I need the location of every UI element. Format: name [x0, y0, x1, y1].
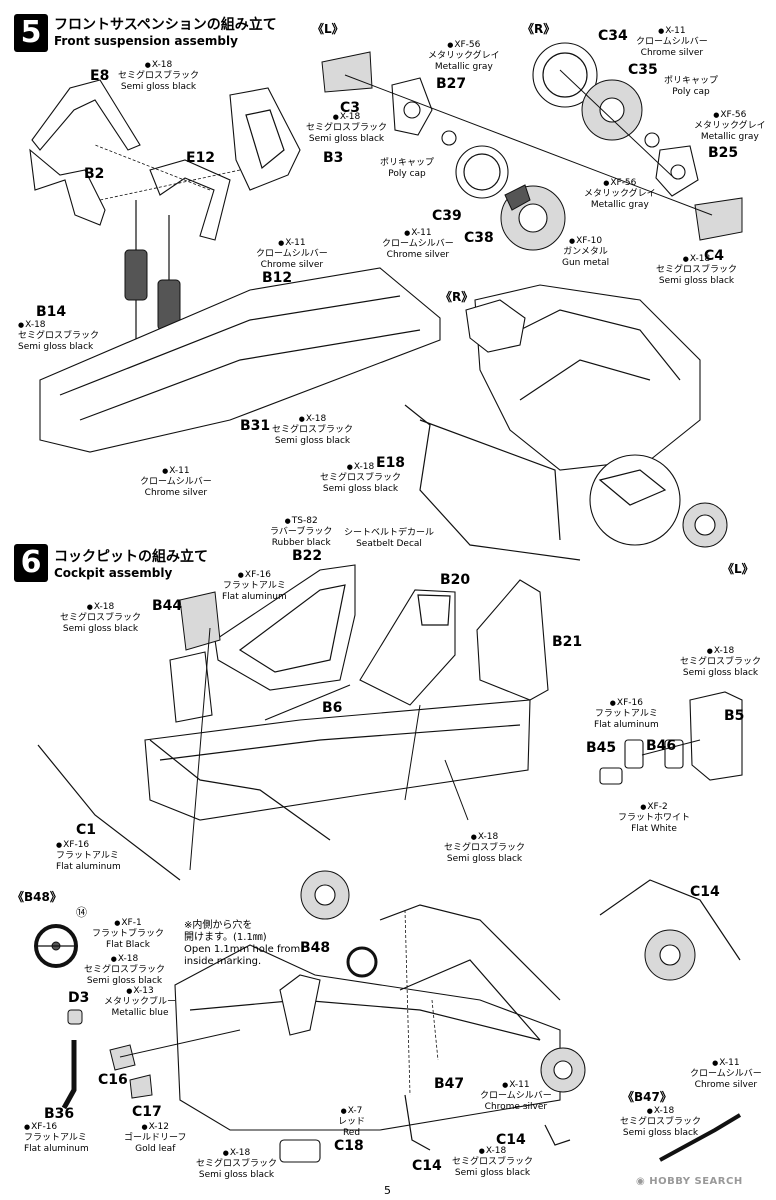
part-label-c39: C39: [432, 208, 462, 224]
paint-x11-c39: X-11 クロームシルバー Chrome silver: [382, 228, 454, 261]
page-number: 5: [384, 1184, 391, 1197]
paint-ts82-b22: TS-82 ラバーブラック Rubber black: [270, 516, 332, 549]
step6-title-en: Cockpit assembly: [54, 566, 173, 580]
step5-number: 5: [14, 14, 48, 52]
paint-x11-b12: X-11 クロームシルバー Chrome silver: [256, 238, 328, 271]
paint-x18-b3: X-18 セミグロスブラック Semi gloss black: [306, 112, 387, 145]
paint-poly-left: ポリキャップ Poly cap: [380, 158, 435, 179]
part-label-b25: B25: [708, 145, 739, 161]
view-label-b47: 《B47》: [622, 1090, 672, 1104]
paint-x7-c18: X-7 レッド Red: [338, 1106, 365, 1139]
paint-x18-e18: X-18 セミグロスブラック Semi gloss black: [320, 462, 401, 495]
paint-x11-b47: X-11 クロームシルバー Chrome silver: [690, 1058, 762, 1091]
paint-xf16-b44: XF-16 フラットアルミ Flat aluminum: [222, 570, 287, 603]
paint-x18-b31: X-18 セミグロスブラック Semi gloss black: [272, 414, 353, 447]
part-label-c34: C34: [598, 28, 628, 44]
part-label-b22: B22: [292, 548, 323, 564]
paint-x11-c34: X-11 クロームシルバー Chrome silver: [636, 26, 708, 59]
paint-x11-chassis5: X-11 クロームシルバー Chrome silver: [140, 466, 212, 499]
paint-x11-c14: X-11 クロームシルバー Chrome silver: [480, 1080, 552, 1113]
part-label-b14: B14: [36, 304, 67, 320]
part-label-b21: B21: [552, 634, 583, 650]
step5-title-jp: フロントサスペンションの組み立て: [54, 17, 277, 33]
view-label-l-mid: 《L》: [722, 562, 754, 576]
part-label-c4: C4: [704, 248, 725, 264]
paint-xf56-c35: XF-56 メタリックグレイ Metallic gray: [584, 178, 656, 211]
part-label-c1: C1: [76, 822, 97, 838]
watermark-icon: ◉: [636, 1176, 646, 1187]
paint-xf16-b46: XF-16 フラットアルミ Flat aluminum: [594, 698, 659, 731]
paint-x18-b47: X-18 セミグロスブラック Semi gloss black: [620, 1106, 701, 1139]
paint-xf10-c38: XF-10 ガンメタル Gun metal: [562, 236, 609, 269]
part-label-b2: B2: [84, 166, 105, 182]
part-label-b44: B44: [152, 598, 183, 614]
part-label-e8: E8: [90, 68, 110, 84]
part-label-c3: C3: [340, 100, 361, 116]
paint-xf16-b36: XF-16 フラットアルミ Flat aluminum: [24, 1122, 89, 1155]
part-label-c38: C38: [464, 230, 494, 246]
paint-xf1-b48: XF-1 フラットブラック Flat Black: [92, 918, 164, 951]
part-label-c18: C18: [334, 1138, 364, 1154]
paint-xf56-b25: XF-56 メタリックグレイ Metallic gray: [694, 110, 766, 143]
part-label-b45: B45: [586, 740, 617, 756]
part-label-b3: B3: [323, 150, 344, 166]
paint-xf2-b45: XF-2 フラットホワイト Flat White: [618, 802, 690, 835]
paint-seatbelt-decal: シートベルトデカール Seatbelt Decal: [344, 528, 435, 549]
paint-x18-c18b: X-18 セミグロスブラック Semi gloss black: [196, 1148, 277, 1181]
part-label-b31: B31: [240, 418, 271, 434]
part-label-b12: B12: [262, 270, 293, 286]
paint-x18-b44: X-18 セミグロスブラック Semi gloss black: [60, 602, 141, 635]
circle-number-14: ⑭: [76, 906, 87, 919]
step6-number: 6: [14, 544, 48, 582]
paint-xf16-c1: XF-16 フラットアルミ Flat aluminum: [56, 840, 121, 873]
part-label-c14-bottom: C14: [412, 1158, 442, 1174]
paint-x13-d3: X-13 メタリックブルー Metallic blue: [104, 986, 176, 1019]
part-label-b20: B20: [440, 572, 471, 588]
part-label-b46: B46: [646, 738, 677, 754]
step6-title-jp: コックピットの組み立て: [54, 549, 208, 565]
part-label-c16: C16: [98, 1072, 128, 1088]
step5-drawing: [30, 43, 742, 560]
paint-x12-c17: X-12 ゴールドリーフ Gold leaf: [124, 1122, 186, 1155]
part-label-b48: B48: [300, 940, 331, 956]
step5-title-en: Front suspension assembly: [54, 34, 238, 48]
hole-note: ※内側から穴を 開けます。(1.1㎜) Open 1.1mm hole from…: [184, 920, 301, 967]
paint-x18-c4: X-18 セミグロスブラック Semi gloss black: [656, 254, 737, 287]
paint-xf56-b27: XF-56 メタリックグレイ Metallic gray: [428, 40, 500, 73]
view-label-r-mid: 《R》: [440, 290, 474, 304]
step6-drawing: [36, 565, 742, 1162]
part-label-c35: C35: [628, 62, 658, 78]
view-label-l-top: 《L》: [312, 22, 344, 36]
paint-x18-e8: X-18 セミグロスブラック Semi gloss black: [118, 60, 199, 93]
paint-x18-b14: X-18 セミグロスブラック Semi gloss black: [18, 320, 99, 353]
paint-x18-b48: X-18 セミグロスブラック Semi gloss black: [84, 954, 165, 987]
part-label-b36: B36: [44, 1106, 75, 1122]
part-label-b47: B47: [434, 1076, 465, 1092]
view-label-b48: 《B48》: [12, 890, 62, 904]
watermark: ◉ HOBBY SEARCH: [636, 1176, 743, 1187]
view-label-r-top: 《R》: [522, 22, 556, 36]
part-label-c17: C17: [132, 1104, 162, 1120]
paint-x18-b5: X-18 セミグロスブラック Semi gloss black: [680, 646, 761, 679]
part-label-b6: B6: [322, 700, 343, 716]
part-label-b27: B27: [436, 76, 467, 92]
part-label-c14-right: C14: [690, 884, 720, 900]
part-label-e12: E12: [186, 150, 216, 166]
paint-x18-chassis6: X-18 セミグロスブラック Semi gloss black: [444, 832, 525, 865]
paint-x18-c14: X-18 セミグロスブラック Semi gloss black: [452, 1146, 533, 1179]
paint-poly-right: ポリキャップ Poly cap: [664, 76, 719, 97]
part-label-b5: B5: [724, 708, 745, 724]
part-label-d3: D3: [68, 990, 90, 1006]
part-label-e18: E18: [376, 455, 406, 471]
part-label-c14-mid: C14: [496, 1132, 526, 1148]
